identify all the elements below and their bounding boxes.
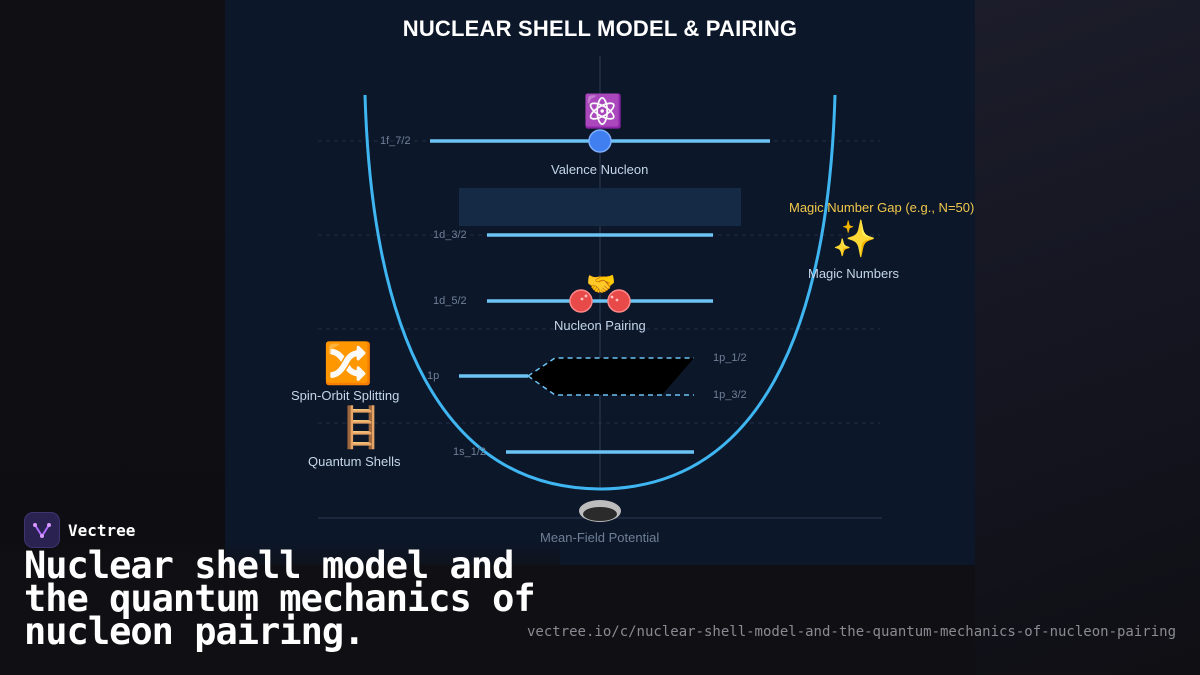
right-backdrop — [975, 0, 1200, 675]
magic-numbers-label: Magic Numbers — [808, 266, 900, 281]
atom-icon: ⚛️ — [583, 92, 623, 130]
level-label-1s12: 1s_1/2 — [453, 446, 487, 458]
diagram-title: NUCLEAR SHELL MODEL & PAIRING — [402, 16, 798, 41]
spin-orbit-wedge — [528, 358, 694, 395]
potential-well-curve — [363, 94, 837, 491]
split-upper-line — [527, 357, 694, 377]
spin-orbit-label: Spin-Orbit Splitting — [291, 388, 400, 403]
magic-gap-band — [459, 188, 741, 226]
mean-field-label: Mean-Field Potential — [540, 530, 660, 545]
headline: Nuclear shell model and the quantum mech… — [24, 544, 536, 653]
brand-name: Vectree — [68, 520, 136, 540]
source-url[interactable]: vectree.io/c/nuclear-shell-model-and-the… — [526, 624, 1176, 640]
level-label-1p: 1p — [427, 370, 440, 382]
nucleon-pairing-label: Nucleon Pairing — [554, 318, 646, 333]
nucleon-pair — [569, 289, 631, 313]
level-label-1d32: 1d_3/2 — [433, 229, 467, 241]
level-label-1f72: 1f_7/2 — [380, 135, 411, 147]
valence-nucleon-label: Valence Nucleon — [551, 162, 649, 177]
handshake-icon: 🤝 — [586, 270, 616, 298]
level-label-1p12: 1p_1/2 — [713, 352, 747, 364]
magic-gap-label: Magic Number Gap (e.g., N=50) — [789, 200, 975, 215]
split-lower-line — [527, 375, 694, 396]
vectree-logo-icon — [24, 512, 60, 548]
valence-nucleon — [588, 129, 612, 153]
paired-nucleon-right — [607, 289, 631, 313]
sparkles-icon: ✨ — [832, 219, 877, 260]
brand[interactable]: Vectree — [24, 512, 135, 548]
level-label-1d52: 1d_5/2 — [433, 295, 467, 307]
level-label-1p32: 1p_3/2 — [713, 389, 747, 401]
shuffle-icon: 🔀 — [323, 341, 373, 387]
ladder-icon: 🪜 — [336, 405, 386, 451]
quantum-shells-label: Quantum Shells — [308, 454, 401, 469]
footer-shade — [0, 540, 560, 675]
